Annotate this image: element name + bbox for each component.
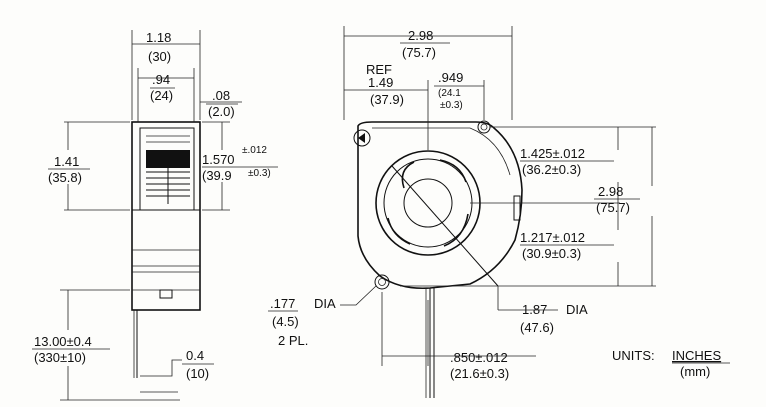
offset-dim-tol: ±0.3) <box>440 100 463 111</box>
lead-length-mm: (330±10) <box>34 350 86 365</box>
lead-strip-mm: (10) <box>186 366 209 381</box>
lower-dim-mm: (30.9±0.3) <box>522 246 581 261</box>
lead-length-label: 13.00±0.4 <box>34 334 92 349</box>
hole-dia-mm: (4.5) <box>272 314 299 329</box>
lower-dim-label: 1.217±.012 <box>520 230 585 245</box>
rotation-arrow-icon <box>353 129 371 147</box>
front-housing <box>357 121 523 290</box>
side-inlet-height-mm-tol: ±0.3) <box>248 168 271 179</box>
side-inlet-height-label: 1.570 <box>202 152 235 167</box>
fan-dia-label: 1.87 <box>522 302 547 317</box>
fan-dia-mm: (47.6) <box>520 320 554 335</box>
mount-hole-bottom <box>374 274 390 290</box>
front-width-mm: (75.7) <box>402 45 436 60</box>
side-view: 1.18 (30) .94 (24) .08 (2.0) 1.41 (35.8)… <box>32 30 278 401</box>
side-fin-pattern <box>146 135 190 204</box>
upper-dim-mm: (36.2±0.3) <box>522 162 581 177</box>
side-housing <box>131 121 201 311</box>
side-offset-label: .08 <box>212 88 230 103</box>
fan-dia-text: DIA <box>566 302 588 317</box>
side-inlet-height-mm: (39.9 <box>202 168 232 183</box>
side-width-label: 1.18 <box>146 30 171 45</box>
ref-dim-label: 1.49 <box>368 75 393 90</box>
offset-dim-mm: (24.1 <box>438 88 461 99</box>
lead-strip-label: 0.4 <box>186 348 204 363</box>
side-offset-mm: (2.0) <box>208 104 235 119</box>
front-width-label: 2.98 <box>408 28 433 43</box>
side-inner-width-mm: (24) <box>150 88 173 103</box>
upper-dim-label: 1.425±.012 <box>520 146 585 161</box>
side-inlet-window <box>139 127 195 211</box>
overall-height-mm: (75.7) <box>596 200 630 215</box>
fan-impeller <box>375 150 499 287</box>
hole-spacing-mm: (21.6±0.3) <box>450 366 509 381</box>
hole-dia-label: .177 <box>270 296 295 311</box>
units-primary: INCHES <box>672 348 721 363</box>
offset-dim-label: .949 <box>438 70 463 85</box>
hole-dia-text: DIA <box>314 296 336 311</box>
ref-dim-mm: (37.9) <box>370 92 404 107</box>
ref-label: REF <box>366 62 392 77</box>
side-inner-width-label: .94 <box>152 72 170 87</box>
units-label: UNITS: <box>612 348 655 363</box>
overall-height-label: 2.98 <box>598 184 623 199</box>
front-view: 2.98 (75.7) REF 1.49 (37.9) .949 (24.1 ±… <box>268 26 656 398</box>
units-note: UNITS: INCHES (mm) <box>612 348 730 379</box>
side-width-mm: (30) <box>148 49 171 64</box>
hole-count: 2 PL. <box>278 333 308 348</box>
side-height-label: 1.41 <box>54 154 79 169</box>
side-height-mm: (35.8) <box>48 170 82 185</box>
units-secondary: (mm) <box>680 364 710 379</box>
side-inlet-height-tol: ±.012 <box>242 145 267 156</box>
hole-spacing-label: .850±.012 <box>450 350 508 365</box>
